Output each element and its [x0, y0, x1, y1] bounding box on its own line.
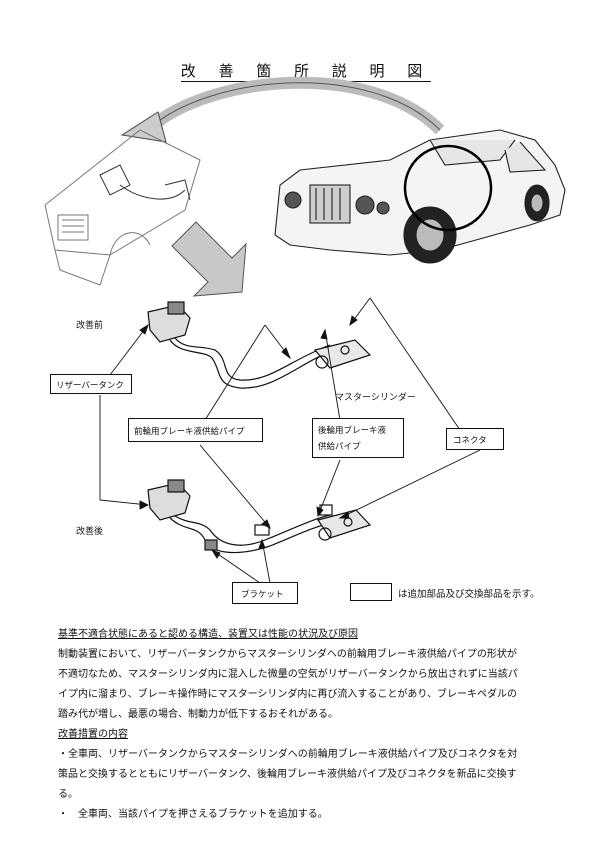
- body-text: 基準不適合状態にあると認める構造、装置又は性能の状況及び原因 制動装置において、…: [58, 625, 568, 825]
- cause-line-2: 不適切なため、マスターシリンダ内に混入した微量の空気がリザーバータンクから放出さ…: [58, 669, 518, 680]
- before-parts: [147, 301, 372, 389]
- bracket-label: ブラケット: [241, 590, 284, 600]
- connector-box: コネクタ: [446, 428, 504, 450]
- heading-cause: 基準不適合状態にあると認める構造、装置又は性能の状況及び原因: [58, 629, 358, 640]
- curved-arrow: [120, 76, 445, 143]
- measure-item-2: ・ 全車両、当該パイプを押さえるブラケットを追加する。: [58, 809, 328, 820]
- legend-note: は追加部品及び交換部品を示す。: [398, 589, 540, 600]
- down-arrow: [171, 221, 247, 297]
- measure-line-3: る。: [58, 789, 78, 800]
- reservoir-tank-box: リザーバータンク: [50, 374, 132, 394]
- front-pipe-label: 前輪用ブレーキ液供給パイプ: [134, 427, 245, 437]
- cause-line-4: 踏み代が増し、最悪の場合、制動力が低下するおそれがある。: [58, 709, 338, 720]
- label-before: 改善前: [76, 321, 104, 331]
- label-after: 改善後: [76, 527, 104, 537]
- measure-line-2: 策品と交換するとともにリザーバータンク、後輪用ブレーキ液供給パイプ及びコネクタを…: [58, 769, 517, 780]
- reservoir-tank-label: リザーバータンク: [56, 381, 124, 391]
- connector-label: コネクタ: [453, 436, 487, 446]
- legend-box: [350, 583, 392, 601]
- bracket-box: ブラケット: [232, 582, 298, 604]
- front-pipe-box: 前輪用ブレーキ液供給パイプ: [128, 418, 263, 442]
- car-illustration: [274, 129, 566, 264]
- master-cylinder-label: マスターシリンダー: [335, 393, 416, 403]
- cause-line-1: 制動装置において、リザーバータンクからマスターシリンダへの前輪用ブレーキ液供給パ…: [58, 649, 517, 660]
- rear-pipe-label-1: 後輪用ブレーキ液: [318, 426, 387, 436]
- page-title: 改 善 箇 所 説 明 図: [180, 62, 432, 82]
- after-parts: [147, 479, 372, 554]
- heading-measures: 改善措置の内容: [58, 729, 128, 740]
- cause-line-3: イプ内に溜まり、ブレーキ操作時にマスターシリンダ内に再び流入することがあり、ブレ…: [58, 689, 517, 700]
- rear-pipe-label-2: 供給パイプ: [318, 442, 361, 452]
- rear-pipe-box: 後輪用ブレーキ液 供給パイプ: [312, 418, 404, 458]
- measure-line-1: ・全車両、リザーバータンクからマスターシリンダへの前輪用ブレーキ液供給パイプ及び…: [58, 749, 518, 760]
- leader-lines: [99, 297, 481, 584]
- engine-bay-sketch: [44, 129, 201, 286]
